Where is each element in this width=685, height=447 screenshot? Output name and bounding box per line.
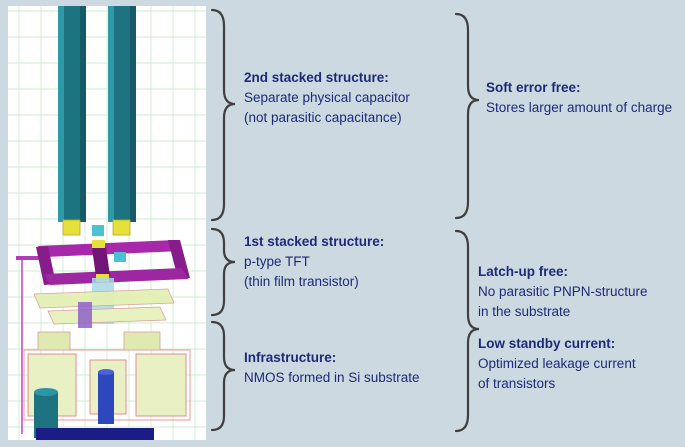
annotation-title: Infrastructure:	[244, 350, 337, 365]
annotation-line: p-type TFT	[244, 254, 310, 269]
tft-right-arm	[168, 240, 190, 279]
substrate-block-right	[135, 353, 187, 417]
gate-layer	[33, 278, 175, 328]
contact-yellow-left	[62, 219, 81, 236]
pillar-right-shadow	[130, 6, 136, 222]
blue-contact-cylinder	[98, 372, 114, 424]
brace-path	[210, 8, 236, 222]
substrate-base	[36, 428, 154, 440]
annotation-line: Separate physical capacitor	[244, 90, 410, 105]
brace-path	[210, 227, 236, 317]
brace-1st-stacked-structure	[210, 227, 236, 317]
brace-2nd-stacked-structure	[210, 8, 236, 222]
capacitor-pillars	[58, 6, 136, 236]
annotation-title: 1st stacked structure:	[244, 234, 385, 249]
brace-soft-error-free	[454, 12, 480, 220]
annotation-title: Soft error free:	[486, 80, 581, 95]
annotation-title: Latch-up free:	[478, 264, 569, 279]
annotation-title: Low standby current:	[478, 336, 616, 351]
gate-slab-lower	[47, 306, 167, 325]
brace-path	[454, 229, 480, 433]
tft-contact-top	[92, 240, 105, 248]
pillar-right-highlight	[108, 6, 114, 222]
annotation-line: Optimized leakage current	[478, 356, 636, 371]
annotation-line: (thin film transistor)	[244, 274, 359, 289]
brace-path	[210, 320, 236, 432]
tft-layer	[16, 240, 190, 285]
blue-contact-cap	[98, 369, 114, 375]
annotation-soft-error-free: Soft error free: Stores larger amount of…	[486, 78, 672, 118]
tft-cyan-block	[114, 252, 126, 262]
tft-back-bar	[38, 240, 182, 257]
teal-well-cap	[34, 388, 58, 396]
annotation-line: in the substrate	[478, 304, 571, 319]
tft-left-extension	[16, 256, 40, 260]
tft-front-bar	[44, 268, 188, 285]
contact-cyan-center	[92, 225, 104, 236]
annotation-line: NMOS formed in Si substrate	[244, 370, 420, 385]
base-bar	[36, 428, 154, 440]
annotation-2nd-stacked-structure: 2nd stacked structure: Separate physical…	[244, 68, 410, 128]
diffusion-block-left	[37, 331, 71, 351]
pillar-left-highlight	[58, 6, 64, 222]
annotation-line: Stores larger amount of charge	[486, 100, 673, 115]
brace-latch-up-low-standby	[454, 229, 480, 433]
tft-crossbar	[92, 247, 110, 277]
annotation-1st-stacked-structure: 1st stacked structure: p-type TFT (thin …	[244, 232, 384, 292]
brace-path	[454, 12, 480, 220]
annotation-latch-up-free: Latch-up free: No parasitic PNPN-structu…	[478, 262, 648, 322]
annotation-low-standby-current: Low standby current: Optimized leakage c…	[478, 334, 636, 394]
structure-figure	[8, 6, 206, 440]
diffusion-block-right	[123, 331, 161, 351]
annotation-line: (not parasitic capacitance)	[244, 110, 402, 125]
structure-figure-panel	[8, 6, 206, 440]
annotation-infrastructure: Infrastructure: NMOS formed in Si substr…	[244, 348, 420, 388]
annotation-line: No parasitic PNPN-structure	[478, 284, 648, 299]
annotation-line: of transistors	[478, 376, 556, 391]
pillar-left-shadow	[80, 6, 86, 222]
gate-violet-post	[78, 302, 92, 328]
annotation-title: 2nd stacked structure:	[244, 70, 389, 85]
contact-yellow-right	[112, 219, 131, 236]
gate-slab-upper	[33, 288, 175, 309]
brace-infrastructure	[210, 320, 236, 432]
